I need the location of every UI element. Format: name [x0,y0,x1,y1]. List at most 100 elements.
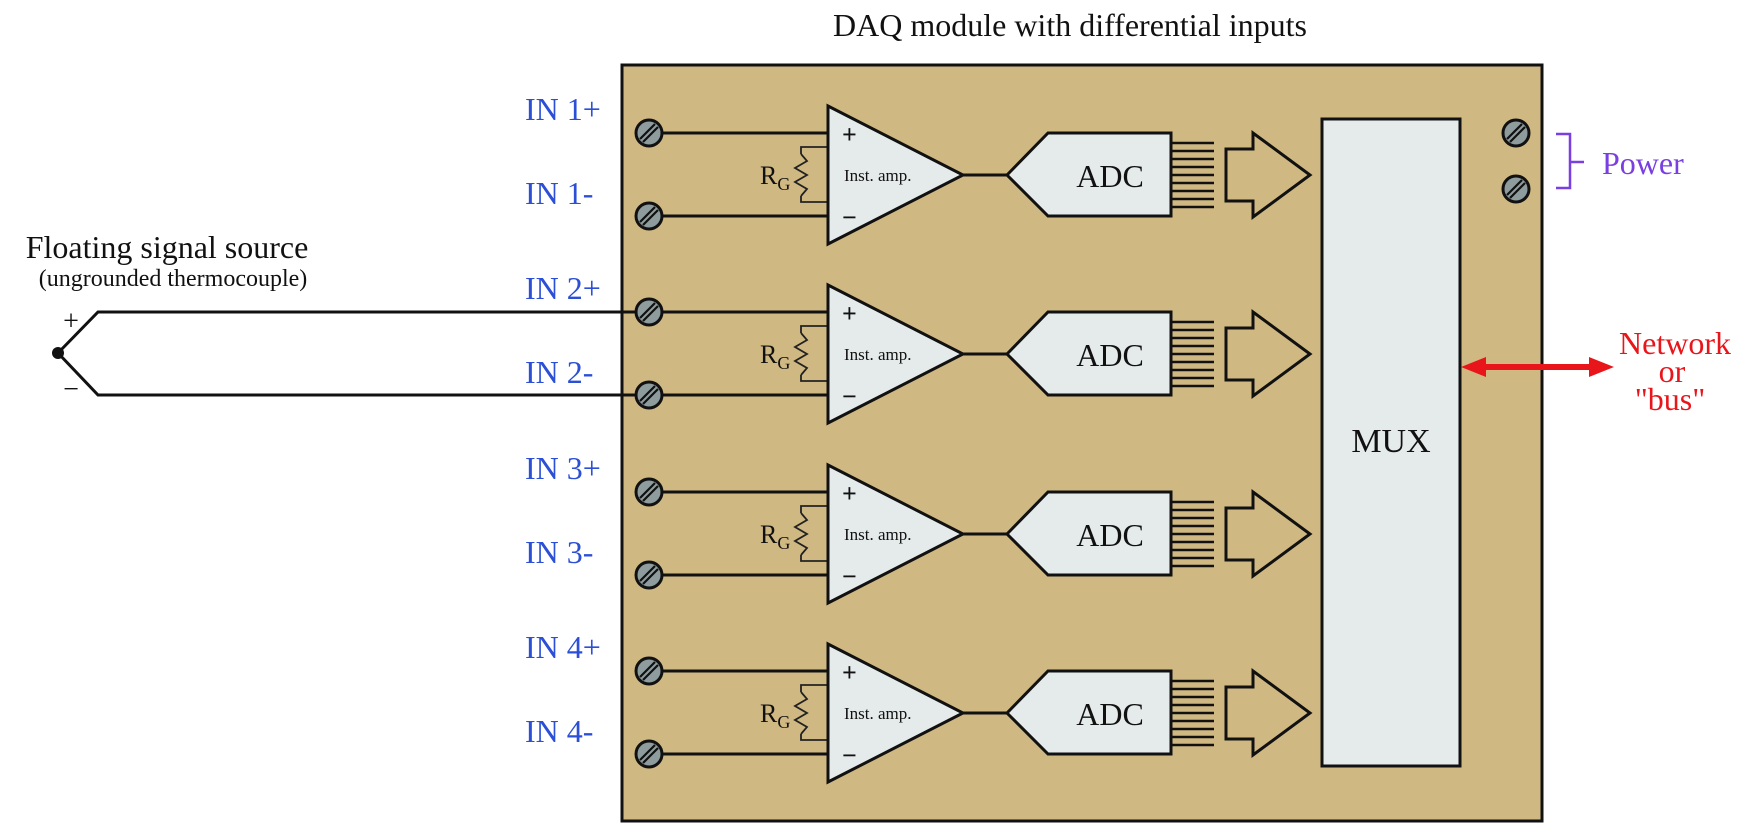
screw-slot [639,744,656,761]
terminal-screw-in4-plus[interactable] [634,656,664,686]
thermocouple-minus-wire [56,351,649,397]
inst-amp-triangle [826,462,967,606]
adc-label: ADC [1076,517,1144,553]
channels: IN 1+ IN 1- RG + − Inst. amp. ADC IN 2+ IN 2- RG +… [525,91,1313,785]
resistor-icon [793,512,809,556]
rg-lead-top [800,146,828,154]
input-label-minus: IN 4- [525,713,593,749]
terminal-screw-in3-plus[interactable] [634,477,664,507]
bus-arrow-icon [1224,668,1313,758]
inst-amp-label: Inst. amp. [844,166,912,185]
amp-minus-pin: − [842,741,857,770]
rg-lead-bottom [800,555,828,562]
inst-amp-triangle [826,103,967,247]
terminal-screw-in1-minus[interactable] [634,201,664,231]
screw-slot [642,747,659,764]
rg-lead-top [800,684,828,692]
mux-block [1320,117,1462,768]
thermocouple-plus-sign: + [63,306,79,337]
source-label: Floating signal source [26,229,309,265]
network-arrow [1461,357,1614,377]
terminal-screw-in2-plus[interactable] [634,297,664,327]
power-screw-2[interactable] [1501,174,1531,204]
bus-arrow-icon [1224,309,1313,399]
channel-1: IN 1+IN 1-RG+−Inst. amp.ADC [525,91,1313,247]
power-bracket [1556,132,1572,190]
screw-slot [639,123,656,140]
rg-label: RG [760,340,790,373]
screw-head-icon [634,118,664,148]
rg-lead-bottom [800,375,828,382]
network-arrowhead-right [1589,357,1614,377]
thermocouple: + − [52,306,649,405]
network-label-line3: "bus" [1635,381,1706,417]
amp-minus-pin: − [842,382,857,411]
power-screw-1[interactable] [1501,118,1531,148]
rg-label: RG [760,520,790,553]
adc-label: ADC [1076,337,1144,373]
thermocouple-junction [52,347,64,359]
thermocouple-plus-wire [56,310,649,355]
rg-label: RG [760,161,790,194]
screw-slot [639,565,656,582]
input-label-plus: IN 1+ [525,91,601,127]
amp-plus-pin: + [842,658,857,687]
screw-slot [1509,126,1526,143]
input-label-plus: IN 2+ [525,270,601,306]
amp-plus-pin: + [842,299,857,328]
input-label-minus: IN 1- [525,175,593,211]
screw-slot [642,305,659,322]
channel-4: IN 4+ IN 4- RG + − Inst. amp. ADC [525,629,1313,785]
screw-slot [639,206,656,223]
terminal-screw-in1-plus[interactable] [634,118,664,148]
screw-slot [639,482,656,499]
resistor-icon [793,332,809,376]
screw-head-icon [634,739,664,769]
amp-plus-pin: + [842,479,857,508]
adc-label: ADC [1076,696,1144,732]
input-label-plus: IN 3+ [525,450,601,486]
screw-slot [639,385,656,402]
rg-label: RG [760,699,790,732]
screw-slot [1506,179,1523,196]
screw-head-icon [1501,174,1531,204]
inst-amp-label: Inst. amp. [844,704,912,723]
bus-arrow-icon [1224,489,1313,579]
source-sublabel: (ungrounded thermocouple) [39,266,308,292]
power-label: Power [1602,145,1684,181]
screw-head-icon [634,560,664,590]
rg-lead-bottom [800,734,828,741]
inst-amp-label: Inst. amp. [844,525,912,544]
screw-slot [639,302,656,319]
network-arrowhead-left [1461,357,1486,377]
network-label-line2: or [1659,353,1686,389]
screw-slot [642,664,659,681]
screw-slot [1509,182,1526,199]
thermocouple-minus-sign: − [63,374,79,405]
power-terminals [1501,118,1531,204]
screw-head-icon [1501,118,1531,148]
bus-arrow-icon [1224,130,1313,220]
diagram-title: DAQ module with differential inputs [833,7,1307,43]
terminal-screw-in2-minus[interactable] [634,380,664,410]
input-label-minus: IN 3- [525,534,593,570]
screw-head-icon [634,477,664,507]
input-label-plus: IN 4+ [525,629,601,665]
screw-slot [639,661,656,678]
channel-3: IN 3+IN 3-RG+−Inst. amp.ADC [525,450,1313,606]
inst-amp-label: Inst. amp. [844,345,912,364]
terminal-screw-in4-minus[interactable] [634,739,664,769]
screw-slot [642,485,659,502]
terminal-screw-in3-minus[interactable] [634,560,664,590]
screw-slot [1506,123,1523,140]
rg-lead-top [800,325,828,333]
amp-minus-pin: − [842,203,857,232]
screw-head-icon [634,201,664,231]
screw-slot [642,126,659,143]
amp-plus-pin: + [842,120,857,149]
rg-lead-bottom [800,196,828,203]
input-label-minus: IN 2- [525,354,593,390]
screw-slot [642,388,659,405]
channel-2: IN 2+ IN 2- RG + − Inst. amp. ADC [525,270,1313,426]
